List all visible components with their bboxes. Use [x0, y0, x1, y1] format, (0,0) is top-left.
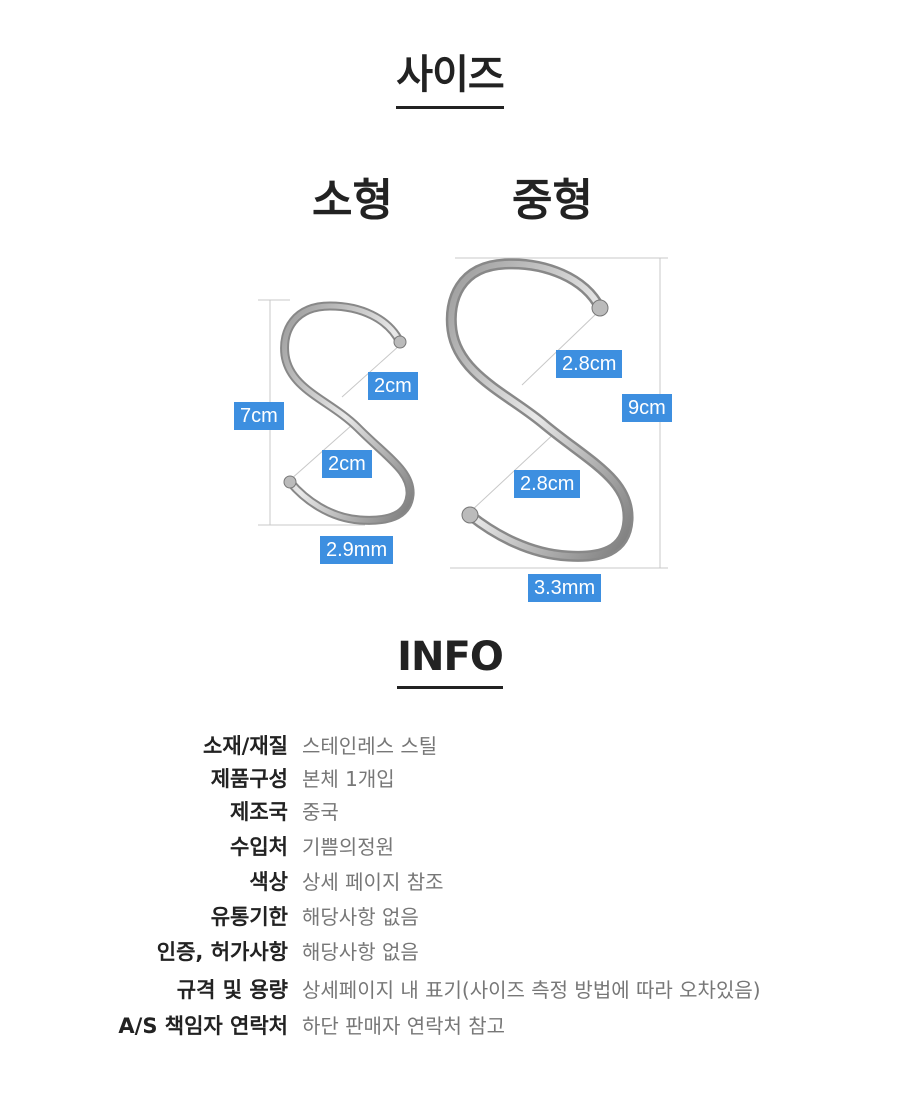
info-row: 소재/재질 스테인레스 스틸 — [0, 730, 900, 760]
medium-s-hook-icon — [445, 258, 634, 562]
info-key: 규격 및 용량 — [176, 978, 288, 1002]
info-row: 수입처 기쁨의정원 — [0, 831, 900, 861]
info-value: 스테인레스 스틸 — [302, 734, 438, 758]
info-value: 해당사항 없음 — [302, 905, 419, 929]
info-value: 상세페이지 내 표기(사이즈 측정 방법에 따라 오차있음) — [302, 978, 761, 1002]
info-value: 기쁨의정원 — [302, 835, 394, 859]
info-key: 색상 — [249, 870, 288, 894]
info-key: 제품구성 — [210, 767, 288, 791]
small-thickness-label: 2.9mm — [320, 536, 394, 564]
info-value: 해당사항 없음 — [302, 940, 419, 964]
info-value: 중국 — [302, 800, 339, 824]
small-lower-gap-label: 2cm — [322, 450, 372, 478]
info-row: 색상 상세 페이지 참조 — [0, 866, 900, 896]
info-row: 제조국 중국 — [0, 796, 900, 826]
medium-size-label: 중형 — [512, 175, 593, 226]
size-section-title: 사이즈 — [0, 42, 900, 109]
info-row: 인증, 허가사항 해당사항 없음 — [0, 936, 900, 966]
medium-height-label: 9cm — [622, 394, 672, 422]
info-key: 수입처 — [230, 835, 288, 859]
info-value: 본체 1개입 — [302, 767, 395, 791]
size-title-text: 사이즈 — [396, 42, 505, 109]
info-row: A/S 책임자 연락처 하단 판매자 연락처 참고 — [0, 1010, 900, 1040]
info-key: 제조국 — [230, 800, 288, 824]
info-row: 규격 및 용량 상세페이지 내 표기(사이즈 측정 방법에 따라 오차있음) — [0, 974, 900, 1004]
medium-upper-gap-label: 2.8cm — [556, 350, 623, 378]
medium-thickness-label: 3.3mm — [528, 574, 602, 602]
small-size-label: 소형 — [312, 175, 393, 226]
info-title-text: INFO — [397, 634, 504, 689]
small-height-label: 7cm — [234, 402, 284, 430]
info-key: A/S 책임자 연락처 — [118, 1014, 288, 1038]
small-s-hook-icon — [280, 301, 415, 525]
info-row: 유통기한 해당사항 없음 — [0, 901, 900, 931]
hooks-illustration — [258, 257, 668, 569]
info-key: 소재/재질 — [203, 734, 288, 758]
info-key: 유통기한 — [210, 905, 288, 929]
info-section-title: INFO — [0, 634, 900, 689]
info-key: 인증, 허가사항 — [156, 940, 288, 964]
small-upper-gap-label: 2cm — [368, 372, 418, 400]
info-row: 제품구성 본체 1개입 — [0, 763, 900, 793]
medium-lower-gap-label: 2.8cm — [514, 470, 581, 498]
info-value: 하단 판매자 연락처 참고 — [302, 1014, 506, 1038]
info-value: 상세 페이지 참조 — [302, 870, 444, 894]
